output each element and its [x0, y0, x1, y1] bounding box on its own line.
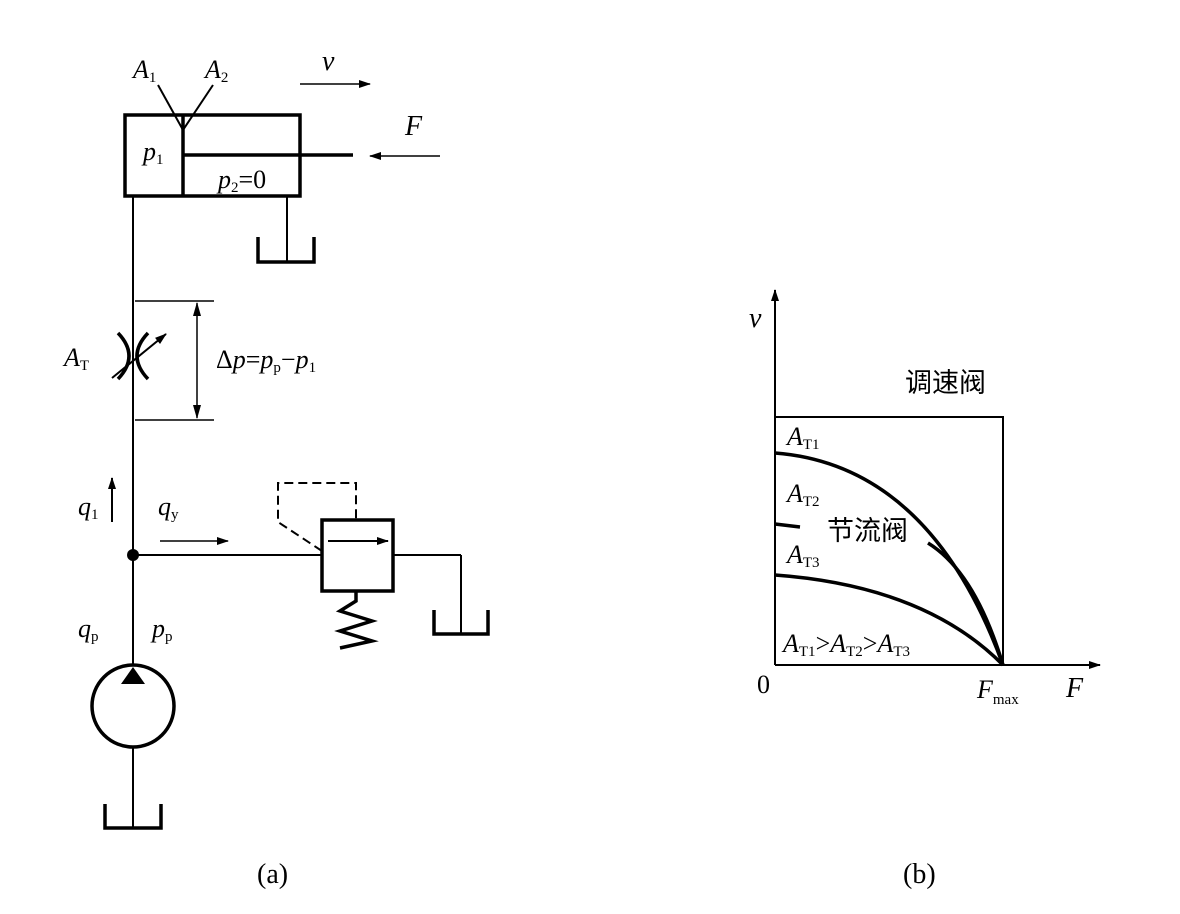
label-area-relation: AT1>AT2>AT3	[781, 629, 910, 660]
x-axis-label: F	[1065, 673, 1084, 704]
label-pressure-drop: Δp=pp−p1	[216, 345, 316, 376]
curve-at1	[774, 451, 1005, 666]
tank-icon	[432, 610, 490, 636]
hydraulic-cylinder	[123, 84, 353, 198]
label-pump-flow: qp	[78, 614, 99, 645]
label-curve-at1: AT1	[785, 422, 820, 453]
curve-at2	[774, 522, 1005, 666]
caption-b: (b)	[903, 859, 936, 890]
circuit-diagram-a: A1 A2 p1 p2=0 v F AT Δp=pp−p1 q1	[62, 46, 490, 890]
y-axis-label: v	[749, 303, 762, 334]
throttle-arc-left	[116, 331, 131, 381]
throttle-valve-symbol	[111, 331, 167, 381]
label-flow-qy: qy	[158, 492, 179, 523]
label-flow-q1: q1	[78, 492, 99, 523]
label-pump-pressure: pp	[150, 614, 173, 645]
label-curve-at3: AT3	[785, 540, 820, 571]
label-force-f: F	[404, 111, 423, 142]
caption-a: (a)	[257, 859, 288, 890]
label-speed-control-valve: 调速阀	[905, 368, 986, 399]
label-area-a2: A2	[203, 55, 228, 86]
tank-icon	[256, 237, 316, 264]
curve-at3	[774, 573, 1005, 667]
origin-label: 0	[757, 670, 770, 699]
label-pressure-p2: p2=0	[216, 165, 266, 196]
relief-valve-symbol	[277, 482, 395, 650]
tank-icon	[103, 804, 163, 830]
label-area-a1: A1	[131, 55, 156, 86]
fmax-label: Fmax	[976, 675, 1019, 708]
area-a1-leader	[157, 84, 184, 131]
spring-icon	[334, 591, 379, 650]
pump-direction-triangle	[121, 667, 145, 684]
relief-valve-body	[320, 518, 395, 593]
throttle-arc-right	[135, 331, 150, 381]
area-a2-leader	[182, 84, 214, 131]
label-velocity-v: v	[322, 46, 335, 77]
label-throttle-valve: 节流阀	[827, 516, 908, 547]
characteristic-graph-b: v F 0 Fmax 调速阀 节流阀 AT1 AT2 AT3 AT1>AT2>A…	[749, 289, 1101, 890]
label-pressure-p1: p1	[141, 137, 164, 168]
label-curve-at2: AT2	[785, 479, 820, 510]
adjustable-arrow-icon	[111, 333, 167, 379]
speed-control-valve-line	[775, 416, 1004, 665]
label-throttle-area: AT	[62, 343, 89, 374]
pilot-line-dashed	[277, 482, 357, 552]
